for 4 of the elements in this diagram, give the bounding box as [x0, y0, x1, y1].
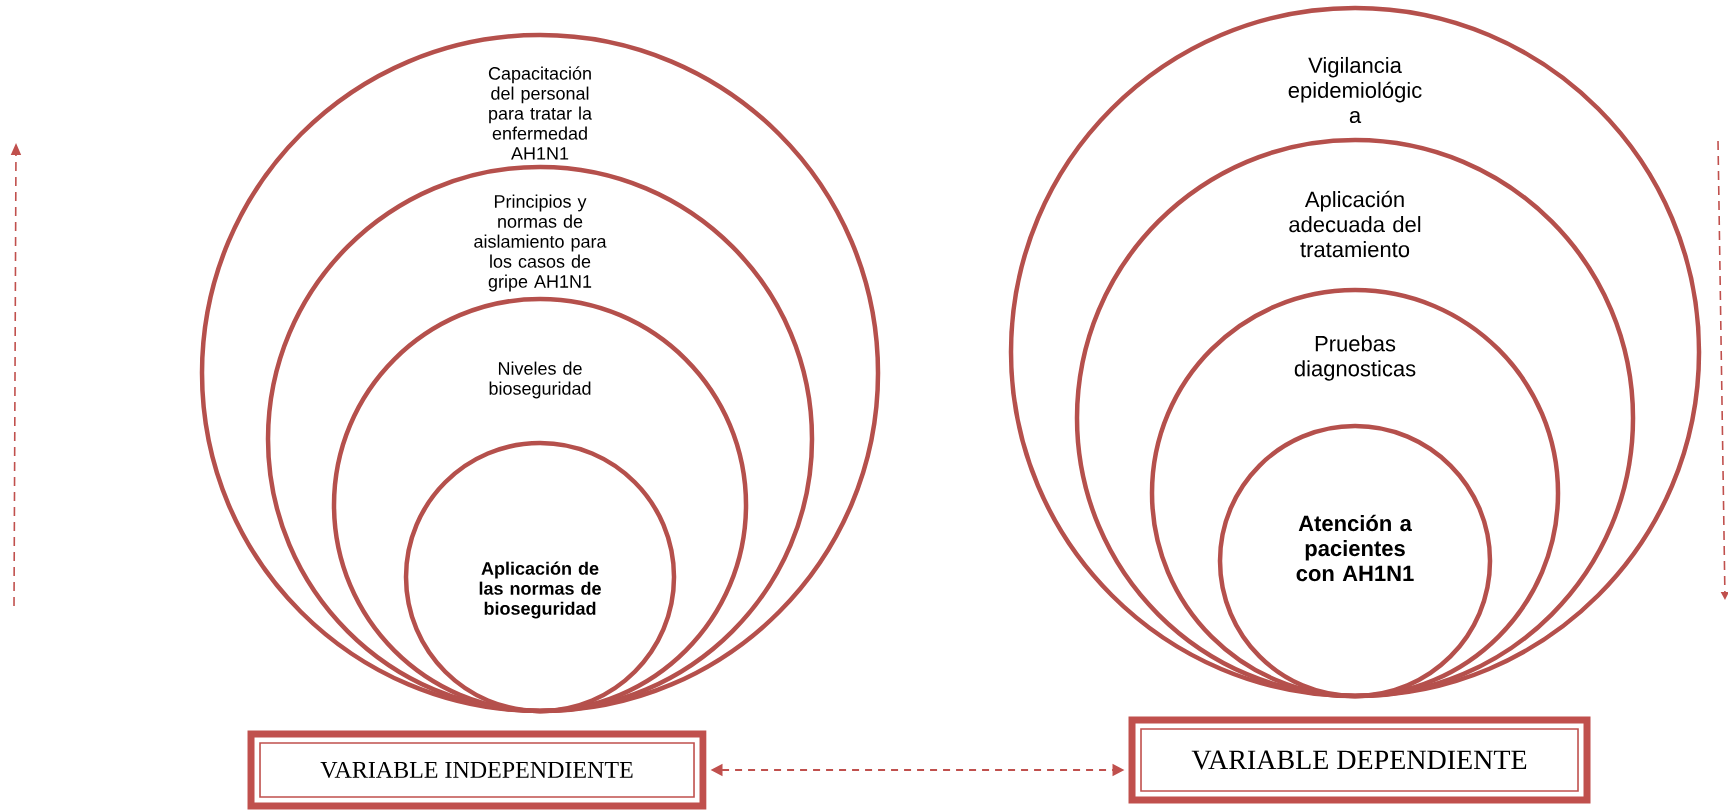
label-box: VARIABLE DEPENDIENTE [1128, 716, 1591, 804]
circle-ring: Atención a pacientes con AH1N1 [1217, 423, 1493, 699]
circle-ring: Aplicación de las normas de bioseguridad [403, 440, 677, 714]
label-box: VARIABLE INDEPENDIENTE [247, 730, 707, 810]
